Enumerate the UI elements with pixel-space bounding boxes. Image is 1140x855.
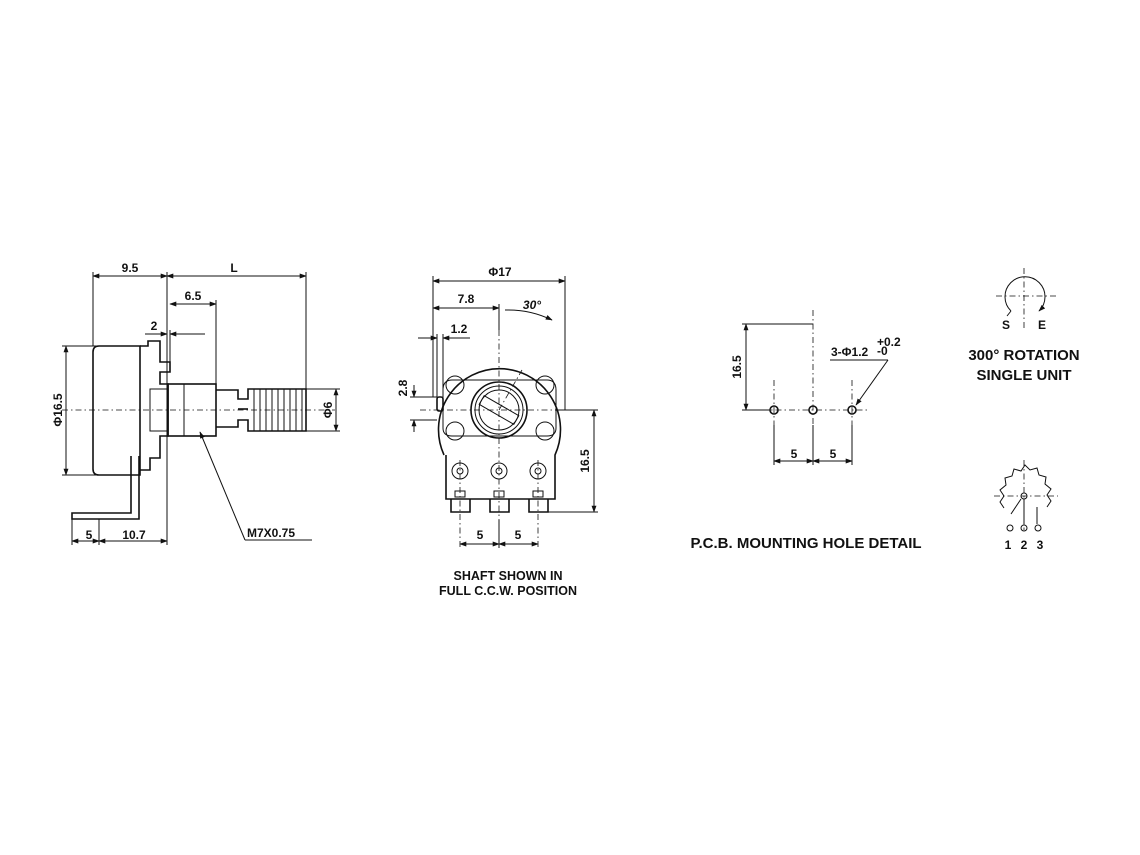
side-view: 9.5 L 6.5 2 Φ16.5 Φ6 5 10.7 M7X0.75 [51,261,340,545]
rotation-view: S E 300° ROTATION SINGLE UNIT [968,268,1080,384]
pcb-tol-plus: +0.2 [877,335,901,349]
pcb-tol-minus: -0 [877,344,888,358]
side-dim-top-left: 9.5 [122,261,139,275]
front-dim-pin1: 5 [477,528,484,542]
side-dim-body-dia: Φ16.5 [51,393,65,427]
front-dim-height-small: 2.8 [396,379,410,396]
side-dim-bushing: 6.5 [185,289,202,303]
front-dim-height: 16.5 [578,449,592,473]
pin3-icon [1034,524,1042,532]
front-caption-line2: FULL C.C.W. POSITION [439,584,577,598]
schematic-pin1-label: 1 [1005,538,1012,552]
front-dim-diameter: Φ17 [488,265,512,279]
pcb-dim-pitch1: 5 [791,447,798,461]
front-dim-small: 1.2 [451,322,468,336]
pcb-dim-pitch2: 5 [830,447,837,461]
front-dim-offset: 7.8 [458,292,475,306]
schematic-pin2-label: 2 [1021,538,1028,552]
side-dim-bottom-right: 10.7 [122,528,146,542]
rotation-end-label: E [1038,318,1046,332]
front-view: Φ17 7.8 30° 1.2 2.8 16.5 5 5 SHAFT SHOWN… [396,265,598,598]
side-dim-flange: 2 [151,319,158,333]
side-dim-bottom-left: 5 [86,528,93,542]
front-caption-line1: SHAFT SHOWN IN [453,569,562,583]
rotation-caption-line2: SINGLE UNIT [976,367,1071,384]
schematic-pin3-label: 3 [1037,538,1044,552]
front-dim-angle: 30° [523,298,541,312]
thread-label: M7X0.75 [247,526,295,540]
pcb-hole-spec: 3-Φ1.2 [831,345,869,359]
front-dim-pin2: 5 [515,528,522,542]
side-dim-top-right: L [230,261,237,275]
rotation-caption-line1: 300° ROTATION [968,347,1079,364]
pcb-view: 16.5 3-Φ1.2 +0.2 -0 5 5 P.C.B. MOUNTING … [690,310,922,552]
side-dim-shaft-dia: Φ6 [321,401,335,418]
pin2-icon [1020,524,1028,532]
resistive-element-icon [999,464,1052,509]
pin1-icon [1006,524,1014,532]
rotation-arc-icon [1004,276,1046,312]
pcb-caption: P.C.B. MOUNTING HOLE DETAIL [690,535,921,552]
pcb-dim-height: 16.5 [730,355,744,379]
rotation-start-label: S [1002,318,1010,332]
schematic: 1 2 3 [994,460,1058,552]
